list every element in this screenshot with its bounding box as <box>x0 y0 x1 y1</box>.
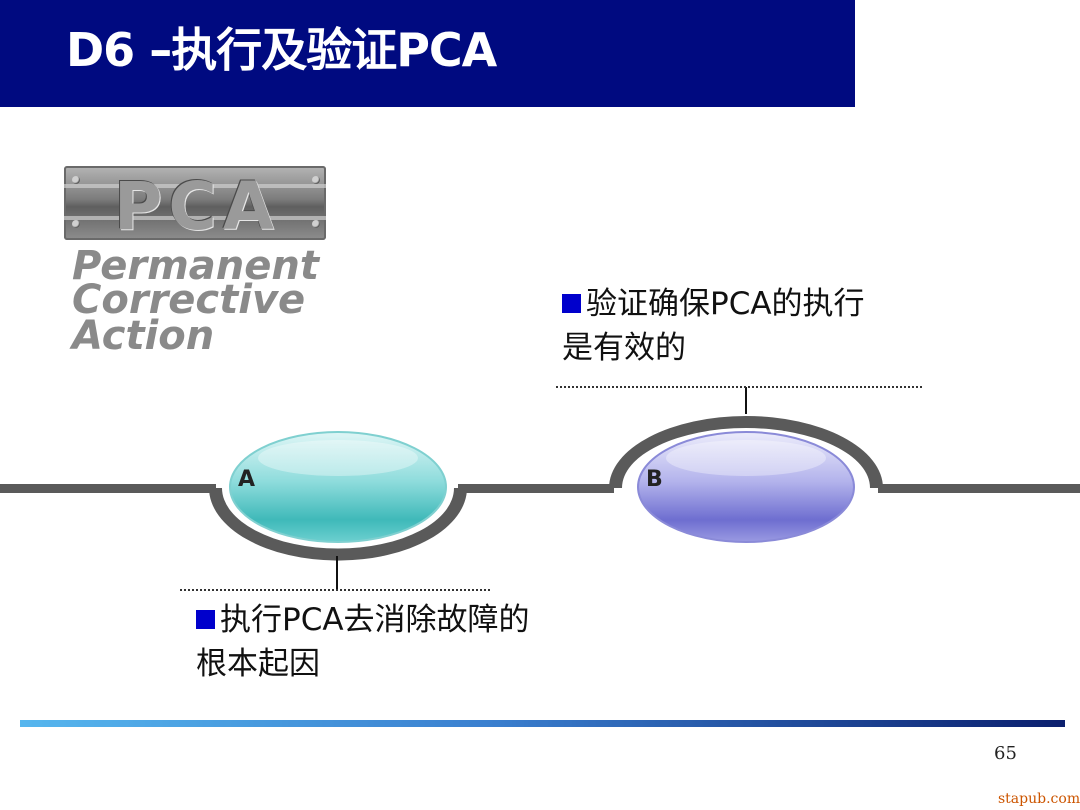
square-bullet-icon <box>562 294 581 313</box>
track-left <box>0 484 216 493</box>
node-a-note: 执行PCA去消除故障的 根本起因 <box>196 598 596 686</box>
logo-plate-stripe <box>64 216 326 220</box>
node-b-ellipse <box>637 431 855 543</box>
pca-logo: PCA Permanent Corrective Action <box>62 166 332 366</box>
rivet-icon <box>312 176 320 184</box>
node-b-note-line-2: 是有效的 <box>562 330 686 366</box>
watermark: stapub.com <box>998 791 1080 807</box>
rivet-icon <box>72 220 80 228</box>
footer-gradient-bar <box>20 720 1065 727</box>
node-a-ellipse <box>229 431 447 543</box>
node-b-label: B <box>646 467 663 492</box>
node-b-highlight <box>666 440 826 476</box>
logo-line-permanent: Permanent <box>72 243 319 289</box>
node-a-note-line-2: 根本起因 <box>196 646 320 682</box>
track-middle <box>458 484 614 493</box>
logo-plate: PCA <box>64 166 326 245</box>
logo-line-corrective: Corrective <box>72 277 306 323</box>
node-b-note-line-1: 验证确保PCA的执行 <box>562 282 922 326</box>
node-b-cradle <box>609 416 883 488</box>
node-a-highlight <box>258 440 418 476</box>
rivet-icon <box>72 176 80 184</box>
title-bar: D6 –执行及验证PCA <box>0 0 855 107</box>
rivet-icon <box>312 220 320 228</box>
node-a-label: A <box>238 467 255 492</box>
page-number: 65 <box>994 743 1017 764</box>
logo-plate-stripe <box>64 184 326 188</box>
track-right <box>878 484 1080 493</box>
logo-line-action: Action <box>72 313 215 359</box>
slide-title: D6 –执行及验证PCA <box>66 23 497 77</box>
logo-acronym: PCA <box>114 168 280 245</box>
node-a-cradle <box>209 488 467 561</box>
node-a-note-line-1: 执行PCA去消除故障的 <box>196 598 596 642</box>
square-bullet-icon <box>196 610 215 629</box>
node-b-note: 验证确保PCA的执行 是有效的 <box>562 282 922 370</box>
